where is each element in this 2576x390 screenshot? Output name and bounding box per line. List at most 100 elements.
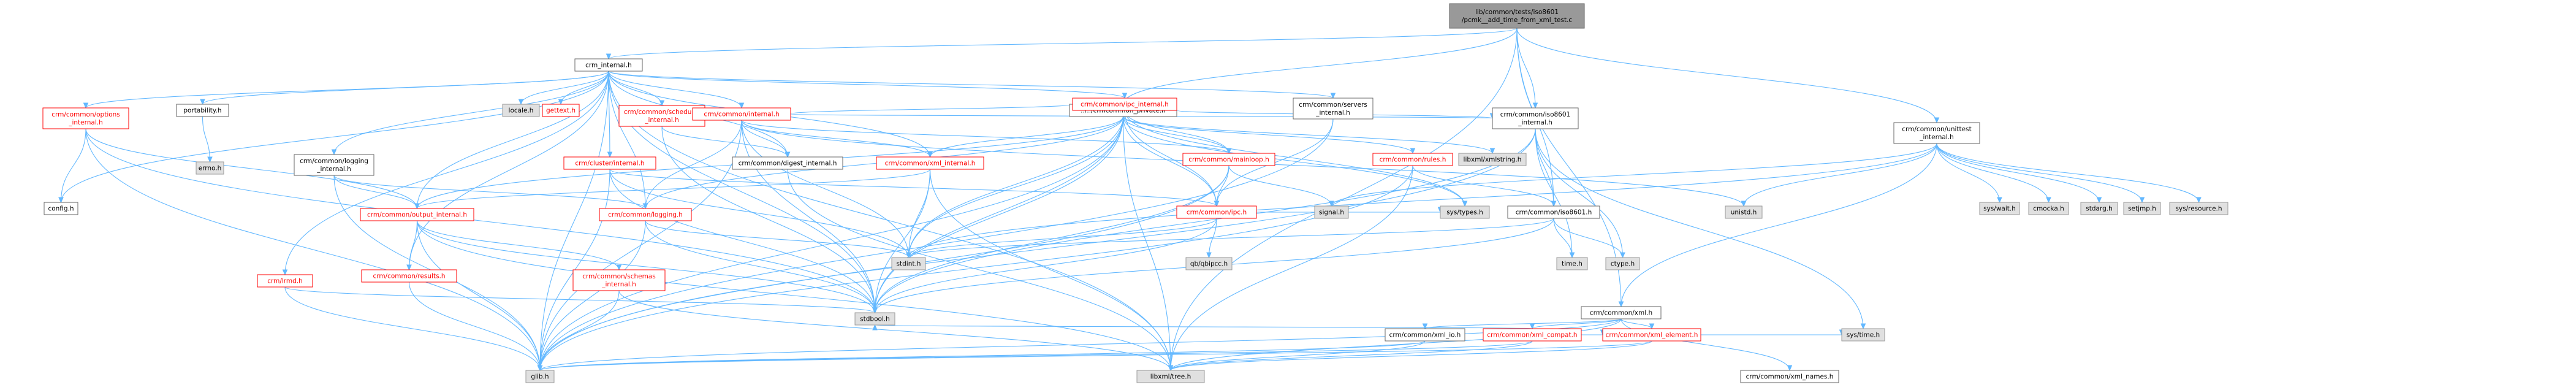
edge-crmcommon_private-to-mainloop	[1122, 116, 1229, 154]
node-gettext[interactable]: gettext.h	[542, 104, 580, 117]
edge-output_internal-to-glib	[416, 220, 541, 371]
edge-options_internal-to-stdbool	[85, 128, 876, 313]
arrowhead-unittest_internal-to-sys_wait	[1997, 197, 2002, 204]
edge-common_internal-to-xml_internal	[741, 120, 931, 158]
edge-schemas_internal-to-glib	[539, 290, 620, 371]
node-box	[732, 156, 843, 170]
arrowhead-options_internal-to-config	[58, 197, 64, 204]
node-ipc[interactable]: crm/common/ipc.h	[1176, 205, 1257, 219]
node-scheduler-internal[interactable]: crm/common/scheduler_internal.h	[618, 105, 705, 127]
node-digest-internal[interactable]: crm/common/digest_internal.h	[732, 156, 843, 170]
edge-xml_compat-to-glib	[539, 340, 1533, 371]
node-label: crm/cluster/internal.h	[575, 160, 644, 167]
node-unittest-internal[interactable]: crm/common/unittest_internal.h	[1893, 122, 1980, 144]
edge-crm_internal-to-common_internal	[608, 71, 742, 109]
edge-ipc_internal-to-mainloop	[1124, 110, 1229, 154]
arrowhead-crmcommon_private-to-rules	[1410, 148, 1416, 155]
edge-scheduler_internal-to-digest_internal	[661, 126, 788, 158]
node-stdarg: stdarg.h	[2080, 202, 2118, 215]
node-libxml-xmlstring: libxml/xmlstring.h	[1458, 153, 1527, 166]
node-xml-element[interactable]: crm/common/xml_element.h	[1602, 328, 1701, 342]
node-box	[1182, 153, 1275, 166]
node-label: crm/common/ipc.h	[1187, 209, 1247, 216]
node-ipc-internal[interactable]: crm/common/ipc_internal.h	[1072, 98, 1177, 111]
node-label: crm/common/xml_internal.h	[885, 160, 976, 167]
edge-ipc-to-stdint	[908, 218, 1217, 258]
node-label: gettext.h	[546, 107, 576, 115]
arrowhead-output_internal-to-schemas_internal	[616, 264, 622, 271]
edge-root-to-crm_internal	[608, 28, 1518, 59]
node-mainloop[interactable]: crm/common/mainloop.h	[1182, 153, 1275, 166]
node-label: crm/common/ipc_internal.h	[1081, 101, 1169, 109]
arrowhead-root-to-unittest_internal	[1934, 117, 1940, 124]
node-root[interactable]: lib/common/tests/iso8601/pcmk__add_time_…	[1449, 3, 1585, 29]
node-label: /pcmk__add_time_from_xml_test.c	[1462, 17, 1573, 24]
node-xml-internal[interactable]: crm/common/xml_internal.h	[876, 156, 984, 170]
node-xml-names[interactable]: crm/common/xml_names.h	[1740, 370, 1839, 383]
arrowhead-unittest_internal-to-cmocka	[2046, 197, 2051, 204]
edge-xml-to-xml_io	[1424, 318, 1622, 329]
node-box	[1841, 328, 1885, 342]
node-box	[176, 104, 229, 117]
arrowhead-xml-to-xml_compat	[1529, 323, 1535, 330]
node-box	[1605, 257, 1640, 270]
node-label: qb/qbipcc.h	[1190, 261, 1228, 268]
node-label: crm/common/xml_io.h	[1389, 332, 1461, 339]
edge-iso8601-to-stdint	[908, 218, 1554, 258]
node-xml-compat[interactable]: crm/common/xml_compat.h	[1483, 328, 1582, 342]
node-cmocka: cmocka.h	[2028, 202, 2069, 215]
node-config[interactable]: config.h	[44, 202, 78, 215]
node-crm-internal[interactable]: crm_internal.h	[574, 58, 643, 72]
node-portability[interactable]: portability.h	[176, 104, 229, 117]
node-box	[542, 104, 580, 117]
node-schemas-internal[interactable]: crm/common/schemas_internal.h	[572, 269, 666, 291]
arrowhead-crmcommon_private-to-ipc	[1214, 201, 1220, 207]
edge-logging-to-stdint	[645, 220, 910, 258]
arrowhead-iso8601_internal-to-ctype	[1620, 252, 1625, 259]
node-label: crm/common/xml.h	[1590, 310, 1652, 317]
node-box	[1725, 205, 1763, 219]
arrowhead-crm_internal-to-options_internal	[83, 102, 89, 109]
node-label: locale.h	[509, 107, 534, 115]
arrowhead-unittest_internal-to-xml	[1618, 301, 1624, 308]
node-common-internal[interactable]: crm/common/internal.h	[692, 107, 791, 121]
node-label: libxml/xmlstring.h	[1464, 156, 1522, 164]
node-label: crm/common/xml_compat.h	[1487, 332, 1577, 339]
node-xml[interactable]: crm/common/xml.h	[1581, 306, 1662, 319]
node-output-internal[interactable]: crm/common/output_internal.h	[360, 208, 474, 221]
arrowhead-root-to-crm_internal	[606, 53, 612, 60]
edge-root-to-libxml_tree	[1170, 28, 1518, 371]
node-box	[257, 274, 313, 288]
node-box	[1176, 205, 1257, 219]
edge-output_internal-to-stdbool	[416, 220, 876, 313]
node-box	[1372, 153, 1453, 166]
node-box	[1492, 107, 1579, 129]
node-label: sys/resource.h	[2175, 205, 2222, 213]
node-lrmd[interactable]: crm/lrmd.h	[257, 274, 313, 288]
node-unistd: unistd.h	[1725, 205, 1763, 219]
node-xml-io[interactable]: crm/common/xml_io.h	[1385, 328, 1465, 342]
edge-iso8601-to-time	[1553, 218, 1573, 258]
edge-crmcommon_private-to-sys_types	[1122, 116, 1465, 207]
node-cluster-internal[interactable]: crm/cluster/internal.h	[563, 156, 656, 170]
node-box	[502, 104, 540, 117]
nodes-layer: lib/common/tests/iso8601/pcmk__add_time_…	[42, 3, 2228, 383]
node-servers-internal[interactable]: crm/common/servers_internal.h	[1293, 98, 1373, 120]
edge-crmcommon_private-to-ipc	[1122, 116, 1217, 207]
edge-unittest_internal-to-cmocka	[1936, 143, 2050, 203]
node-options-internal[interactable]: crm/common/options_internal.h	[42, 107, 129, 129]
node-iso8601-internal[interactable]: crm/common/iso8601_internal.h	[1492, 107, 1579, 129]
node-label: glib.h	[531, 373, 549, 381]
edge-crmcommon_private-to-stdint	[908, 116, 1124, 258]
node-label: stdbool.h	[860, 316, 890, 323]
node-label: portability.h	[183, 107, 221, 115]
node-logging[interactable]: crm/common/logging.h	[599, 208, 692, 221]
edge-rules-to-libxml_tree	[1170, 165, 1413, 371]
node-results[interactable]: crm/common/results.h	[361, 269, 457, 283]
node-box	[361, 269, 457, 283]
node-logging-internal[interactable]: crm/common/logging_internal.h	[294, 154, 374, 176]
node-label: _internal.h	[601, 281, 636, 288]
node-iso8601[interactable]: crm/common/iso8601.h	[1507, 205, 1600, 219]
node-rules[interactable]: crm/common/rules.h	[1372, 153, 1453, 166]
node-box	[1314, 205, 1349, 219]
